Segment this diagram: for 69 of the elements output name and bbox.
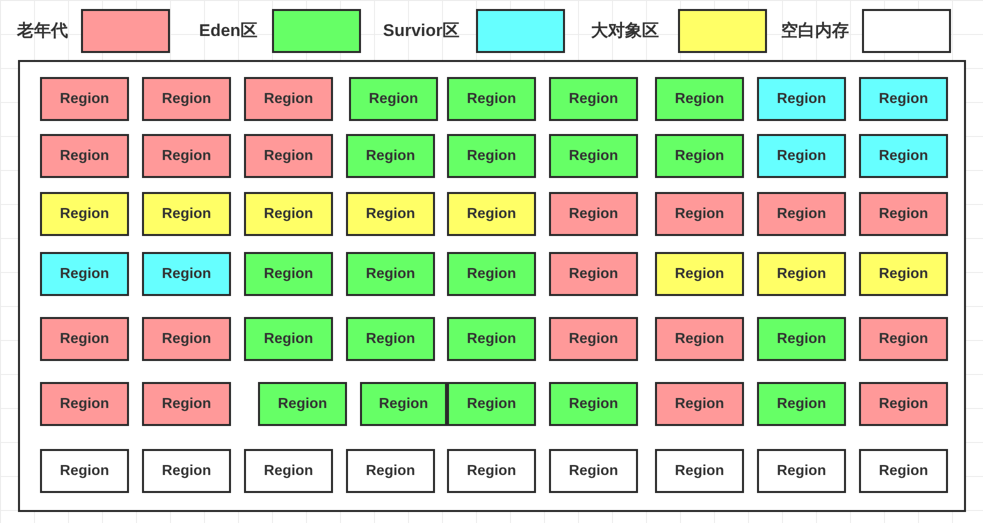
region-box: Region xyxy=(757,382,846,426)
region-box: Region xyxy=(757,317,846,361)
region-box: Region xyxy=(346,134,435,178)
region-box: Region xyxy=(549,382,638,426)
region-box: Region xyxy=(447,77,536,121)
region-box: Region xyxy=(549,252,638,296)
region-box: Region xyxy=(40,317,129,361)
region-box: Region xyxy=(859,134,948,178)
container-box xyxy=(18,60,966,512)
region-box: Region xyxy=(549,192,638,236)
legend-label: 大对象区 xyxy=(591,20,659,42)
region-box: Region xyxy=(447,192,536,236)
region-box: Region xyxy=(244,317,333,361)
region-box: Region xyxy=(549,134,638,178)
region-box: Region xyxy=(349,77,438,121)
region-box: Region xyxy=(757,252,846,296)
region-box: Region xyxy=(655,134,744,178)
region-box: Region xyxy=(142,382,231,426)
region-box: Region xyxy=(142,449,231,493)
legend-label: Survior区 xyxy=(383,20,460,42)
region-box: Region xyxy=(549,77,638,121)
region-box: Region xyxy=(757,449,846,493)
region-box: Region xyxy=(142,317,231,361)
region-box: Region xyxy=(40,77,129,121)
region-box: Region xyxy=(757,77,846,121)
region-box: Region xyxy=(859,77,948,121)
legend-label: 老年代 xyxy=(17,20,68,42)
region-box: Region xyxy=(346,449,435,493)
region-box: Region xyxy=(142,192,231,236)
region-box: Region xyxy=(655,382,744,426)
region-box: Region xyxy=(142,134,231,178)
region-box: Region xyxy=(244,449,333,493)
region-box: Region xyxy=(549,449,638,493)
region-box: Region xyxy=(447,382,536,426)
region-box: Region xyxy=(40,382,129,426)
region-box: Region xyxy=(244,252,333,296)
region-box: Region xyxy=(346,192,435,236)
region-box: Region xyxy=(447,449,536,493)
region-box: Region xyxy=(40,252,129,296)
region-box: Region xyxy=(346,252,435,296)
region-box: Region xyxy=(258,382,347,426)
region-box: Region xyxy=(859,252,948,296)
region-box: Region xyxy=(655,192,744,236)
region-box: Region xyxy=(859,317,948,361)
region-box: Region xyxy=(655,449,744,493)
region-box: Region xyxy=(859,382,948,426)
region-box: Region xyxy=(549,317,638,361)
region-box: Region xyxy=(40,134,129,178)
region-box: Region xyxy=(142,77,231,121)
region-box: Region xyxy=(40,192,129,236)
region-box: Region xyxy=(244,77,333,121)
region-box: Region xyxy=(757,134,846,178)
legend-label: Eden区 xyxy=(199,20,258,42)
region-box: Region xyxy=(40,449,129,493)
region-box: Region xyxy=(859,192,948,236)
region-box: Region xyxy=(655,317,744,361)
region-box: Region xyxy=(447,252,536,296)
region-box: Region xyxy=(142,252,231,296)
region-box: Region xyxy=(244,134,333,178)
region-box: Region xyxy=(757,192,846,236)
region-box: Region xyxy=(655,252,744,296)
region-box: Region xyxy=(655,77,744,121)
legend-label: 空白内存 xyxy=(781,20,849,42)
region-box: Region xyxy=(360,382,447,426)
region-box: Region xyxy=(447,317,536,361)
region-box: Region xyxy=(447,134,536,178)
region-box: Region xyxy=(346,317,435,361)
region-box: Region xyxy=(859,449,948,493)
region-box: Region xyxy=(244,192,333,236)
